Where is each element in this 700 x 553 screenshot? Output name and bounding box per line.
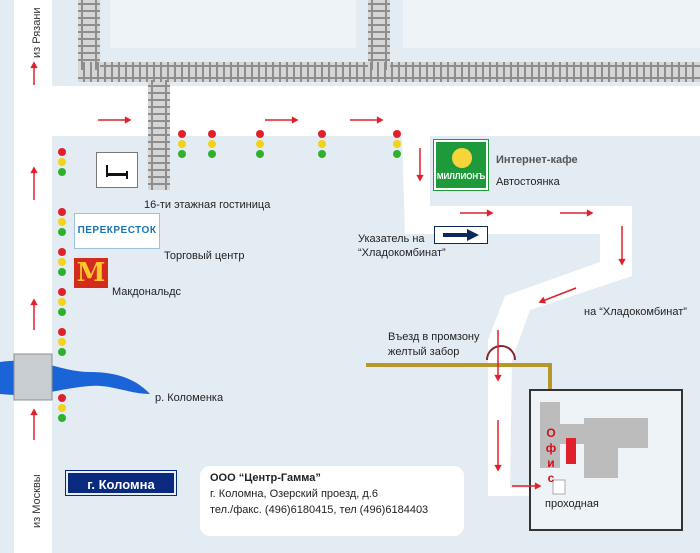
traffic-light-green	[58, 228, 66, 236]
route-arrow-head	[494, 464, 502, 472]
label-sign-line2: “Хладокомбинат”	[358, 247, 446, 259]
checkpoint-building	[552, 479, 566, 495]
traffic-light-green	[58, 348, 66, 356]
label-from-moscow: из Москвы	[31, 474, 43, 528]
road-vertical-main	[14, 0, 52, 553]
route-arrows	[30, 61, 626, 490]
traffic-light-green	[256, 150, 264, 158]
traffic-light-yellow	[208, 140, 216, 148]
traffic-light-red	[58, 208, 66, 216]
city-block	[403, 0, 700, 48]
traffic-light-red	[58, 148, 66, 156]
bridge	[13, 353, 53, 401]
traffic-light-yellow	[58, 218, 66, 226]
road-top	[14, 100, 700, 136]
road-top-band	[52, 86, 700, 100]
company-info-card: ООО “Центр-Гамма” г. Коломна, Озерский п…	[200, 466, 464, 536]
route-arrow-head	[534, 482, 542, 490]
million-ball-icon	[452, 148, 472, 168]
traffic-light-red	[58, 288, 66, 296]
traffic-light-yellow	[58, 258, 66, 266]
traffic-light-green	[58, 268, 66, 276]
label-mall: Торговый центр	[164, 250, 245, 262]
traffic-light-green	[208, 150, 216, 158]
plant-building	[584, 448, 618, 478]
traffic-light-yellow	[393, 140, 401, 148]
label-internet-cafe: Интернет-кафе	[496, 154, 578, 166]
label-to-cold: на “Хладокомбинат”	[584, 306, 687, 318]
route-arrow-head	[124, 116, 132, 124]
office-building	[566, 438, 576, 464]
mcdonalds-logo: M	[74, 258, 108, 288]
gate-arc	[486, 345, 516, 361]
traffic-light-red	[58, 328, 66, 336]
company-name: ООО “Центр-Гамма”	[210, 472, 321, 484]
label-from-ryazan: из Рязани	[31, 7, 43, 58]
route-arrow-head	[494, 374, 502, 382]
route-arrow-head	[486, 209, 494, 217]
label-entrance-line1: Въезд в промзону	[388, 331, 480, 343]
traffic-light-green	[58, 308, 66, 316]
railway-ties	[78, 3, 694, 185]
label-sign-line1: Указатель на	[358, 233, 425, 245]
traffic-light-yellow	[58, 298, 66, 306]
route-arrow-head	[30, 166, 38, 174]
label-checkpoint: проходная	[545, 498, 599, 510]
city-badge: г. Коломна	[65, 470, 177, 496]
traffic-light-green	[178, 150, 186, 158]
label-river: р. Коломенка	[155, 392, 224, 404]
traffic-light-yellow	[58, 158, 66, 166]
route-arrow-line	[539, 287, 577, 303]
direction-sign	[434, 226, 488, 244]
plant-building	[584, 418, 648, 448]
traffic-light-red	[256, 130, 264, 138]
label-parking: Автостоянка	[496, 176, 560, 188]
hotel-icon	[96, 152, 138, 188]
route-arrow-head	[376, 116, 384, 124]
route-arrow-head	[30, 61, 38, 69]
route-arrow-head	[416, 174, 424, 182]
traffic-light-yellow	[318, 140, 326, 148]
route-arrow-head	[586, 209, 594, 217]
plant-building	[540, 402, 560, 468]
company-phones: тел./факс. (496)6180415, тел (496)618440…	[210, 504, 429, 516]
traffic-light-yellow	[58, 404, 66, 412]
million-logo-text: МИЛЛИОНЪ	[436, 172, 486, 181]
route-arrow-head	[538, 296, 547, 304]
route-arrow-head	[618, 258, 626, 266]
company-address: г. Коломна, Озерский проезд, д.6	[210, 488, 378, 500]
label-hotel: 16-ти этажная гостиница	[144, 199, 271, 211]
label-office: Офис	[544, 426, 558, 486]
traffic-light-green	[58, 414, 66, 422]
traffic-light-red	[58, 248, 66, 256]
route-arrow-head	[30, 298, 38, 306]
label-mcdonalds: Макдональдс	[112, 286, 182, 298]
traffic-light-red	[58, 394, 66, 402]
traffic-lights	[58, 130, 401, 422]
perekrestok-logo: ПЕРЕКРЕСТОК	[74, 213, 160, 249]
traffic-light-green	[58, 168, 66, 176]
traffic-light-yellow	[58, 338, 66, 346]
traffic-light-red	[178, 130, 186, 138]
label-entrance-line2: желтый забор	[388, 346, 460, 358]
traffic-light-yellow	[256, 140, 264, 148]
traffic-light-red	[318, 130, 326, 138]
city-block	[110, 0, 356, 48]
route-arrow-head	[291, 116, 299, 124]
traffic-light-green	[318, 150, 326, 158]
traffic-light-yellow	[178, 140, 186, 148]
traffic-light-green	[393, 150, 401, 158]
million-logo: МИЛЛИОНЪ	[433, 139, 489, 191]
traffic-light-red	[208, 130, 216, 138]
route-arrow-head	[30, 408, 38, 416]
traffic-light-red	[393, 130, 401, 138]
